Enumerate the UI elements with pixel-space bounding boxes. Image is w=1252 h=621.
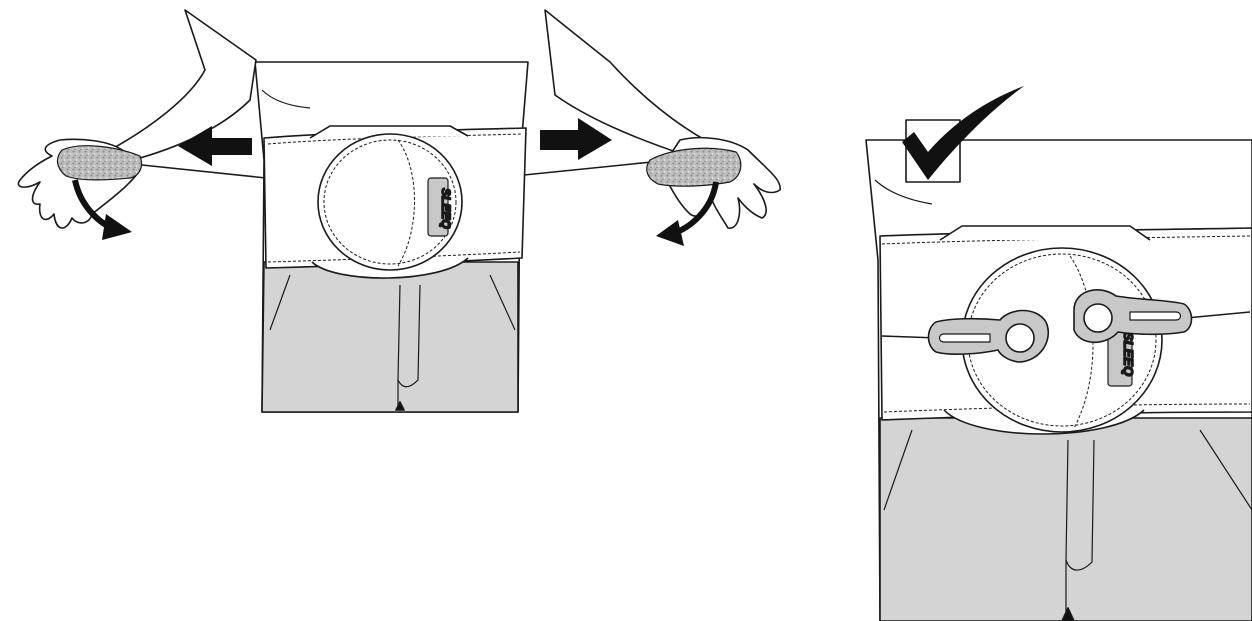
arrow-pull-right xyxy=(540,118,612,160)
left-panel: SLEEQ xyxy=(17,9,781,413)
checkmark-icon xyxy=(902,86,1024,180)
arrow-pull-left xyxy=(178,126,252,166)
left-arm-left xyxy=(109,9,257,159)
left-pants xyxy=(261,261,519,413)
right-brand-label: SLEEQ xyxy=(1121,332,1136,376)
right-panel: SLEEQ xyxy=(865,86,1252,621)
right-velcro-tab xyxy=(646,147,742,187)
left-lumbar-pad xyxy=(317,133,463,271)
left-brand-tag xyxy=(427,177,449,237)
left-velcro-tab xyxy=(56,145,143,181)
left-brand-label: SLEEQ xyxy=(439,188,453,229)
